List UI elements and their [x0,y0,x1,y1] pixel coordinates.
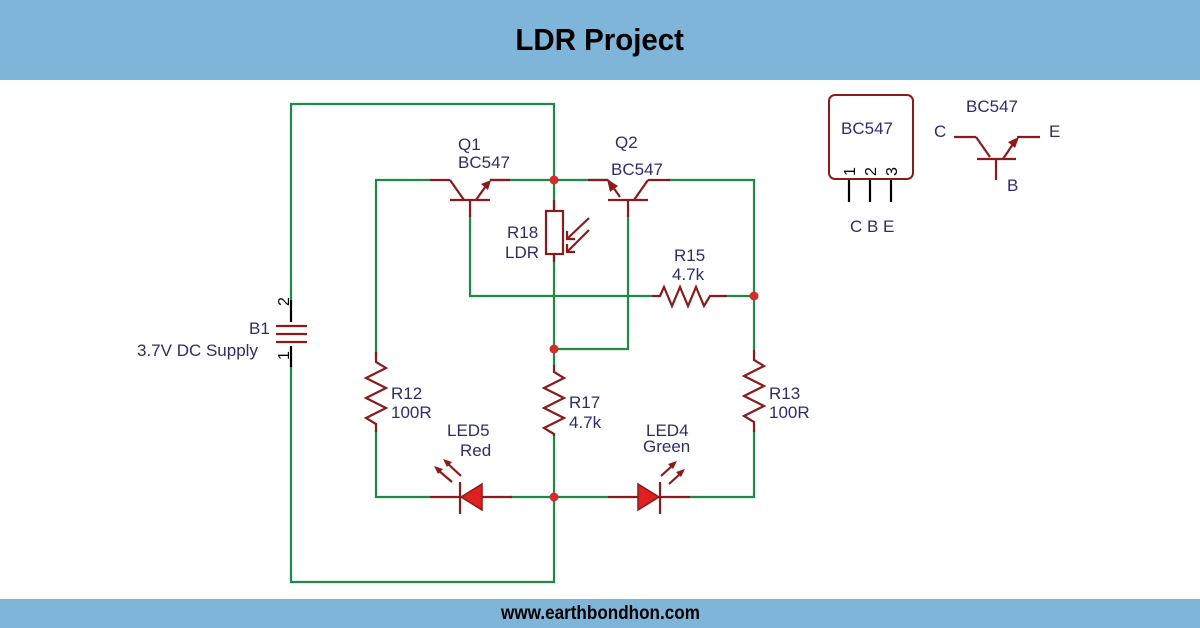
battery-b1: 2 1 B1 3.7V DC Supply [137,297,307,367]
wire-q2-base [554,215,630,351]
b1-pin-2: 2 [276,297,293,306]
r13-ref: R13 [769,384,800,403]
led4-ref: LED4 [646,421,689,440]
r15-value: 4.7k [672,265,705,284]
resistor-r13: R13 100R [741,350,810,432]
symbol-label: BC547 [966,97,1018,116]
r18-ref: R18 [507,223,538,242]
symbol-e: E [1049,122,1060,141]
junction-top [549,175,559,185]
symbol-b: B [1007,176,1018,195]
footer-banner: www.earthbondhon.com [0,599,1200,628]
q2-value: BC547 [611,160,663,179]
package-pin-1: 1 [842,167,859,176]
wire-q1-base [468,215,652,298]
junctions [549,175,759,502]
r17-ref: R17 [569,393,600,412]
package-pin-3: 3 [884,167,901,176]
b1-value: 3.7V DC Supply [137,341,258,360]
transistor-q2: Q2 BC547 [588,133,670,217]
junction-mid [549,344,559,354]
r17-value: 4.7k [569,413,602,432]
b1-ref: B1 [249,319,270,338]
q1-ref: Q1 [458,135,481,154]
wire-r13-bottom [690,430,756,499]
q2-ref: Q2 [615,133,638,152]
wire-outer-top [289,102,556,300]
resistor-r12: R12 100R [363,352,432,432]
wires [289,102,756,584]
led5-red: LED5 Red [430,421,512,514]
symbol-c: C [934,122,946,141]
package-label: BC547 [841,119,893,138]
b1-pin-1: 1 [276,351,293,360]
ldr-r18: R18 LDR [505,200,590,262]
package-pin-2: 2 [863,167,880,176]
led4-green: LED4 Green [608,421,690,514]
r13-value: 100R [769,403,810,422]
wire-outer-bottom [289,367,556,584]
r18-value: LDR [505,243,539,262]
website-link[interactable]: www.earthbondhon.com [500,602,700,624]
junction-r15 [749,291,759,301]
resistor-r17: R17 4.7k [541,365,602,436]
led4-value: Green [643,437,690,456]
header-banner: LDR Project [0,0,1200,80]
r15-ref: R15 [674,246,705,265]
resistor-r15: R15 4.7k [652,246,727,309]
q1-value: BC547 [458,153,510,172]
wire-r12-bottom [374,430,430,499]
page-title: LDR Project [515,22,685,57]
r12-ref: R12 [391,384,422,403]
transistor-q1: Q1 BC547 [430,135,510,217]
wire-q1-collector [374,178,430,356]
package-pin-names: C B E [850,217,894,236]
r12-value: 100R [391,403,432,422]
bc547-symbol: BC547 C E B [934,97,1060,195]
led5-value: Red [460,441,491,460]
led5-ref: LED5 [447,421,490,440]
bc547-package: BC547 1 2 3 C B E [828,94,914,236]
junction-bottom [549,492,559,502]
